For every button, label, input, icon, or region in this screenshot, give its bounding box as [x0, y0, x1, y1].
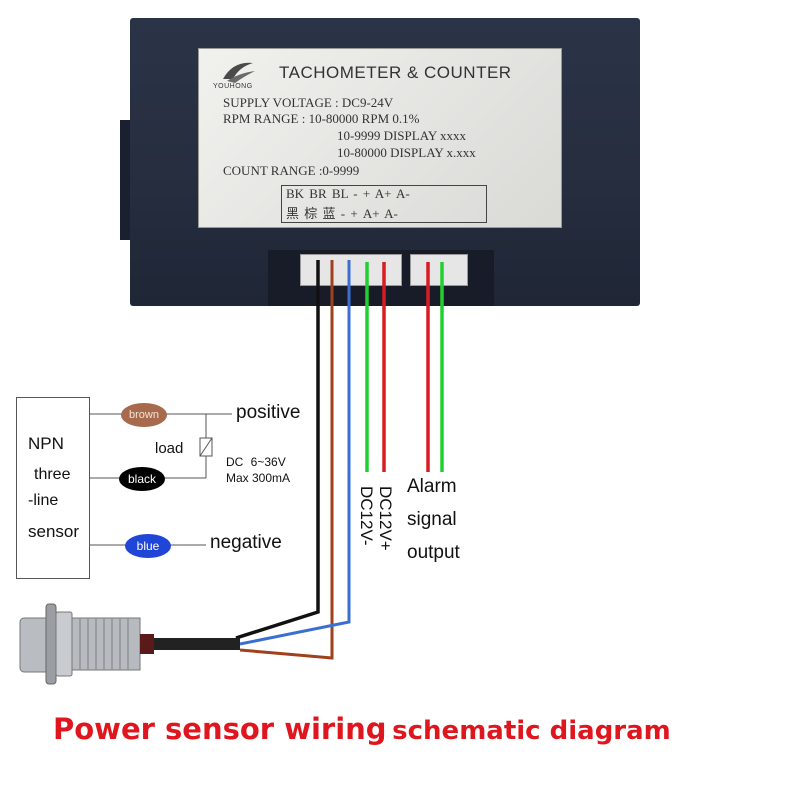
signal-label: signal — [407, 509, 457, 530]
device-title: TACHOMETER & COUNTER — [279, 63, 512, 82]
diagram-title: Power sensor wiring schematic diagram — [53, 712, 671, 746]
logo-text: YOUHONG — [213, 83, 253, 90]
display-range-2: 10-80000 DISPLAY x.xxx — [337, 145, 476, 160]
brown-wire-pill: brown — [121, 403, 167, 427]
title-part-2: schematic diagram — [392, 716, 671, 746]
positive-label: positive — [236, 402, 301, 423]
black-wire-pill: black — [119, 467, 165, 491]
sensor-label: sensor — [28, 522, 80, 541]
load-label: load — [155, 440, 184, 457]
right-connector-plug — [410, 254, 468, 286]
max-current-label: Max 300mA — [226, 471, 291, 485]
supply-voltage-text: SUPPLY VOLTAGE : DC9-24V — [223, 95, 394, 110]
black-wire — [235, 260, 320, 640]
dc12v-neg-label: DC12V- — [357, 486, 376, 546]
pin-labels-cn: 黑 棕 蓝 - + A+ A- — [286, 206, 398, 221]
count-range-text: COUNT RANGE :0-9999 — [223, 163, 360, 178]
display-range-1: 10-9999 DISPLAY xxxx — [337, 128, 467, 143]
npn-label: NPN — [28, 434, 64, 453]
proximity-sensor-icon — [19, 603, 240, 685]
three-label: three — [34, 466, 71, 483]
npn-sensor-block — [16, 397, 90, 579]
pin-labels-en: BK BR BL - + A+ A- — [286, 186, 410, 201]
blue-wire-pill: blue — [125, 534, 171, 558]
device-label-plate: YOUHONG TACHOMETER & COUNTER SUPPLY VOLT… — [198, 48, 562, 228]
title-part-1: Power sensor wiring — [53, 712, 387, 746]
youhong-logo-icon — [223, 62, 255, 83]
pin-label-box: BK BR BL - + A+ A- 黑 棕 蓝 - + A+ A- — [281, 185, 487, 223]
brown-wire — [239, 260, 334, 660]
output-label: output — [407, 542, 460, 563]
negative-label: negative — [210, 532, 282, 553]
alarm-label: Alarm — [407, 476, 457, 497]
blue-wire — [239, 260, 351, 646]
line-label: -line — [28, 492, 59, 509]
rpm-range-text: RPM RANGE : 10-80000 RPM 0.1% — [223, 111, 420, 126]
dc12v-pos-label: DC12V+ — [376, 486, 395, 551]
dc-spec-label: DC 6~36V — [226, 455, 286, 469]
